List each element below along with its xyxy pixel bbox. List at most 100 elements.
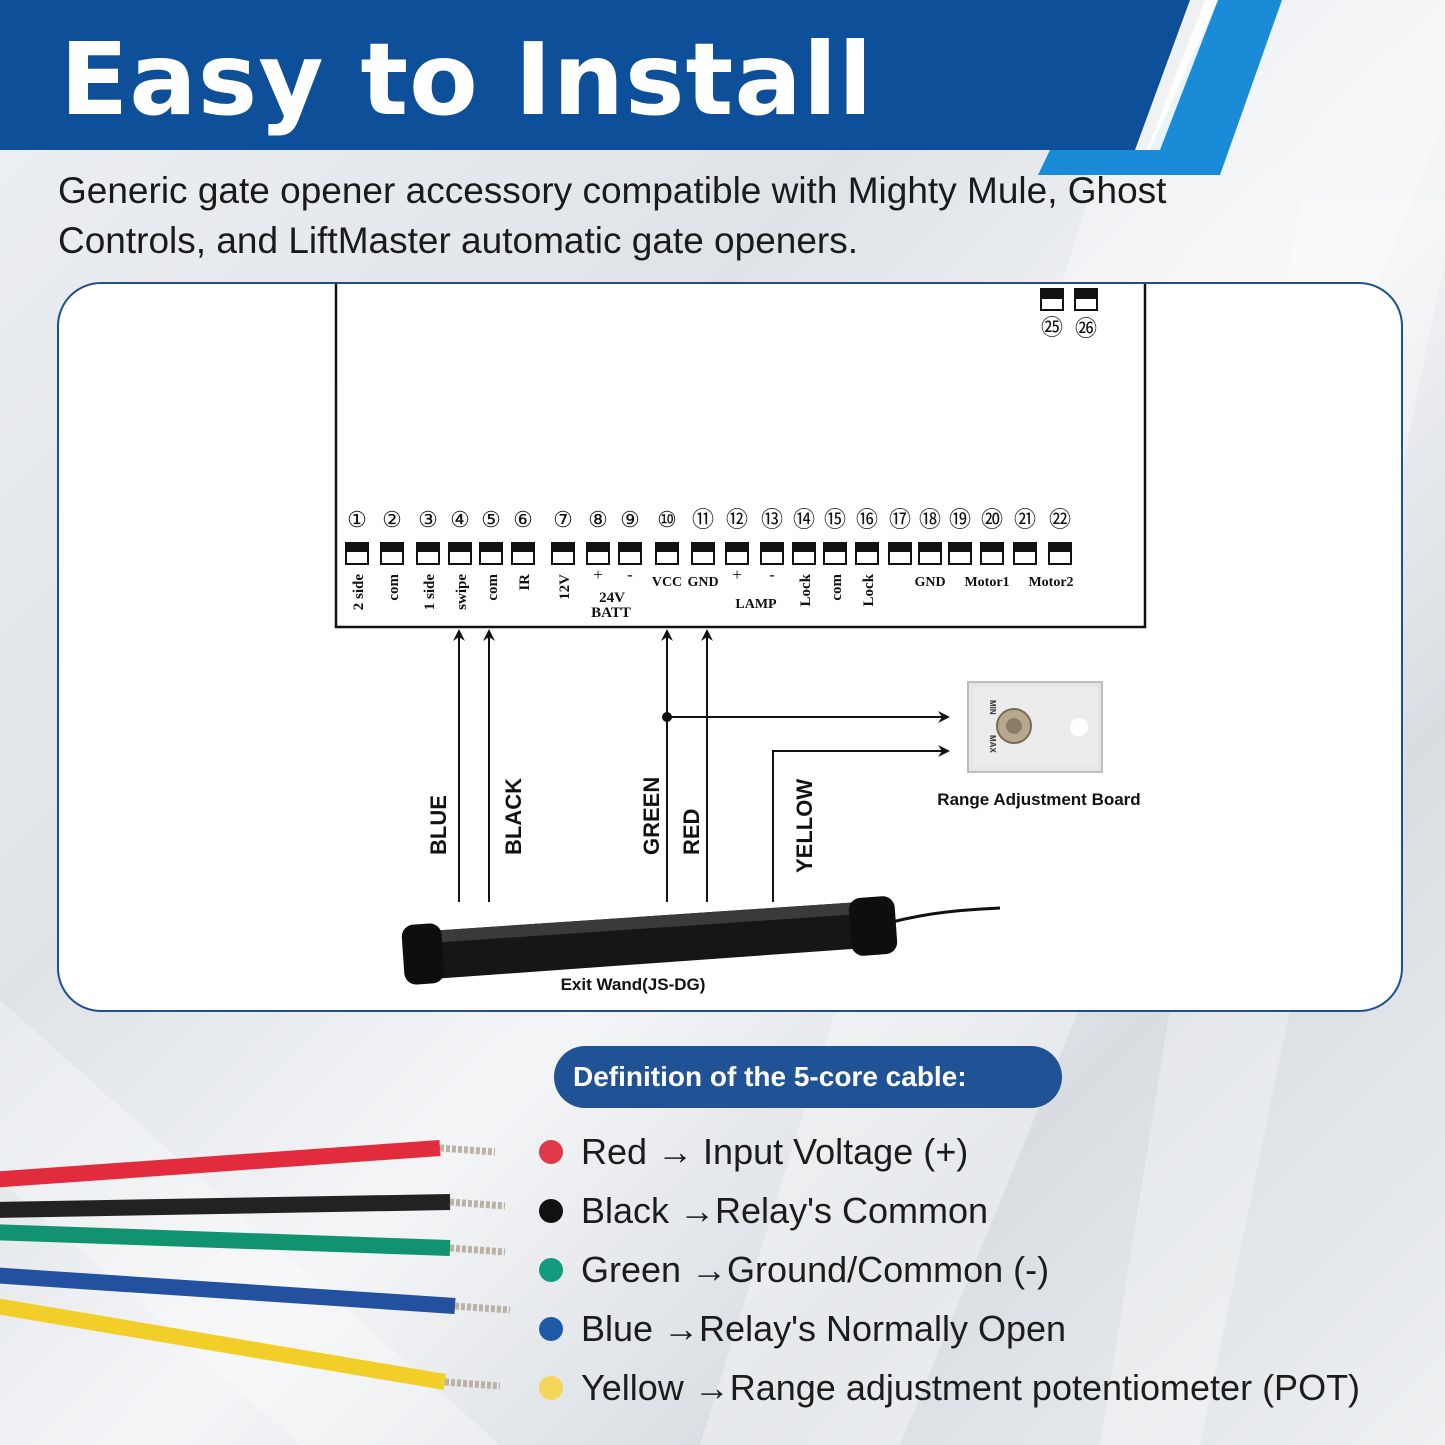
- page-subtitle: Generic gate opener accessory compatible…: [58, 170, 1167, 261]
- cable-legend: Red → Input Voltage (+) Black →Relay's C…: [535, 1122, 1360, 1417]
- terminal-block-fill-7: [552, 543, 574, 552]
- legend-item-red: Red → Input Voltage (+): [535, 1122, 1360, 1181]
- five-core-cable: [0, 1140, 511, 1390]
- range-adjustment-board: MIN MAX: [967, 681, 1103, 773]
- legend-text-yellow: Yellow →Range adjustment potentiometer (…: [581, 1367, 1361, 1408]
- legend-text-red: Red → Input Voltage (+): [581, 1131, 969, 1172]
- legend-item-yellow: Yellow →Range adjustment potentiometer (…: [535, 1358, 1360, 1417]
- terminal-label-4: swipe: [454, 574, 470, 610]
- blue-cable-stripped-end: [454, 1302, 511, 1314]
- terminal-block-fill-1: [346, 543, 368, 552]
- terminal-block-fill-19: [949, 543, 971, 552]
- junction-dot: [662, 712, 672, 722]
- board-caption: Range Adjustment Board: [937, 790, 1140, 809]
- blue-cable-core: [0, 1267, 456, 1314]
- controller-board: [334, 284, 1147, 629]
- terminal-label-7: 12V: [557, 574, 573, 600]
- cable-definition-heading: Definition of the 5-core cable:: [554, 1046, 1062, 1108]
- wire-label-yellow: YELLOW: [792, 779, 817, 873]
- terminal-block-fill-21: [1014, 543, 1036, 552]
- green-cable-core: [0, 1224, 451, 1256]
- terminal-block-fill-12: [726, 543, 748, 552]
- wire-label-red: RED: [679, 809, 704, 855]
- terminal-number-1: ①: [347, 507, 367, 532]
- terminal-label-3: 1 side: [422, 574, 438, 611]
- terminal-label-12: +: [732, 565, 742, 584]
- black-cable-stripped-end: [449, 1198, 506, 1210]
- legend-text-blue: Blue →Relay's Normally Open: [581, 1308, 1067, 1349]
- terminal-number-8: ⑧: [588, 507, 608, 532]
- terminal-number-9: ⑨: [620, 507, 640, 532]
- terminal-label-5: com: [485, 573, 501, 600]
- terminal-number-13: ⑬: [761, 507, 783, 532]
- terminal-block-fill-2: [381, 543, 403, 552]
- legend-item-green: Green →Ground/Common (-): [535, 1240, 1360, 1299]
- terminal-block-fill-20: [981, 543, 1003, 552]
- page-title: Easy to Install: [60, 21, 874, 138]
- terminal-label-15: com: [829, 573, 845, 600]
- wire-label-blue: BLUE: [426, 795, 451, 855]
- terminal-number-25: ㉕: [1041, 315, 1063, 340]
- terminal-label-18: GND: [914, 575, 945, 590]
- terminal-block-fill-18: [919, 543, 941, 552]
- terminal-number-22: ㉒: [1049, 507, 1071, 532]
- red-cable-core: [0, 1140, 441, 1188]
- red-dot-icon: [539, 1140, 563, 1164]
- terminal-label-1: 2 side: [351, 574, 367, 611]
- terminal-block-fill-22: [1049, 543, 1071, 552]
- wire-label-black: BLACK: [501, 778, 526, 855]
- lamp-label: LAMP: [735, 597, 777, 612]
- terminal-label-11: GND: [687, 575, 718, 590]
- terminal-label-10: VCC: [652, 575, 682, 590]
- terminal-label-13: -: [769, 565, 775, 584]
- terminal-block-fill-15: [824, 543, 846, 552]
- terminal-label-6: IR: [517, 574, 533, 591]
- terminal-block-fill-14: [793, 543, 815, 552]
- yellow-cable-core: [0, 1298, 447, 1390]
- mounting-hole: [1070, 718, 1088, 736]
- terminal-number-15: ⑮: [824, 507, 846, 532]
- terminal-block-fill-17: [889, 543, 911, 552]
- terminal-label-9: -: [627, 565, 633, 584]
- terminal-label-2: com: [386, 573, 402, 600]
- terminal-block-fill-6: [512, 543, 534, 552]
- black-cable-core: [0, 1194, 451, 1218]
- blue-dot-icon: [539, 1317, 563, 1341]
- terminal-block-fill-9: [619, 543, 641, 552]
- terminal-number-10: ⑩: [657, 507, 677, 532]
- terminal-number-19: ⑲: [949, 507, 971, 532]
- terminal-block-fill-4: [449, 543, 471, 552]
- terminal-number-14: ⑭: [793, 507, 815, 532]
- terminal-number-2: ②: [382, 507, 402, 532]
- batt-label: BATT: [591, 605, 631, 621]
- board-min-label: MIN: [988, 700, 997, 715]
- yellow-cable-stripped-end: [444, 1378, 501, 1390]
- terminal-label-16: Lock: [861, 573, 877, 606]
- terminal-number-12: ⑫: [726, 507, 748, 532]
- banner-bar: [0, 0, 1190, 150]
- terminal-block-fill-13: [761, 543, 783, 552]
- terminal-block-fill-3: [417, 543, 439, 552]
- terminal-label-14: Lock: [798, 573, 814, 606]
- terminal-label-22: Motor2: [1028, 575, 1073, 590]
- wire-label-green: GREEN: [639, 777, 664, 855]
- terminal-number-18: ⑱: [919, 507, 941, 532]
- terminal-block-fill-11: [692, 543, 714, 552]
- legend-text-black: Black →Relay's Common: [581, 1190, 988, 1231]
- terminal-number-26: ㉖: [1075, 316, 1097, 341]
- terminal-number-5: ⑤: [481, 507, 501, 532]
- terminal-number-6: ⑥: [513, 507, 533, 532]
- black-dot-icon: [539, 1199, 563, 1223]
- header-banner: [0, 0, 1282, 175]
- terminal-block-fill-10: [656, 543, 678, 552]
- terminal-number-7: ⑦: [553, 507, 573, 532]
- batt-voltage-label: 24V: [599, 590, 625, 606]
- terminal-block-fill-5: [480, 543, 502, 552]
- terminal-block-fill-8: [587, 543, 609, 552]
- banner-accent: [1038, 0, 1282, 175]
- red-cable-stripped-end: [439, 1144, 496, 1156]
- terminal-label-8: +: [593, 565, 603, 584]
